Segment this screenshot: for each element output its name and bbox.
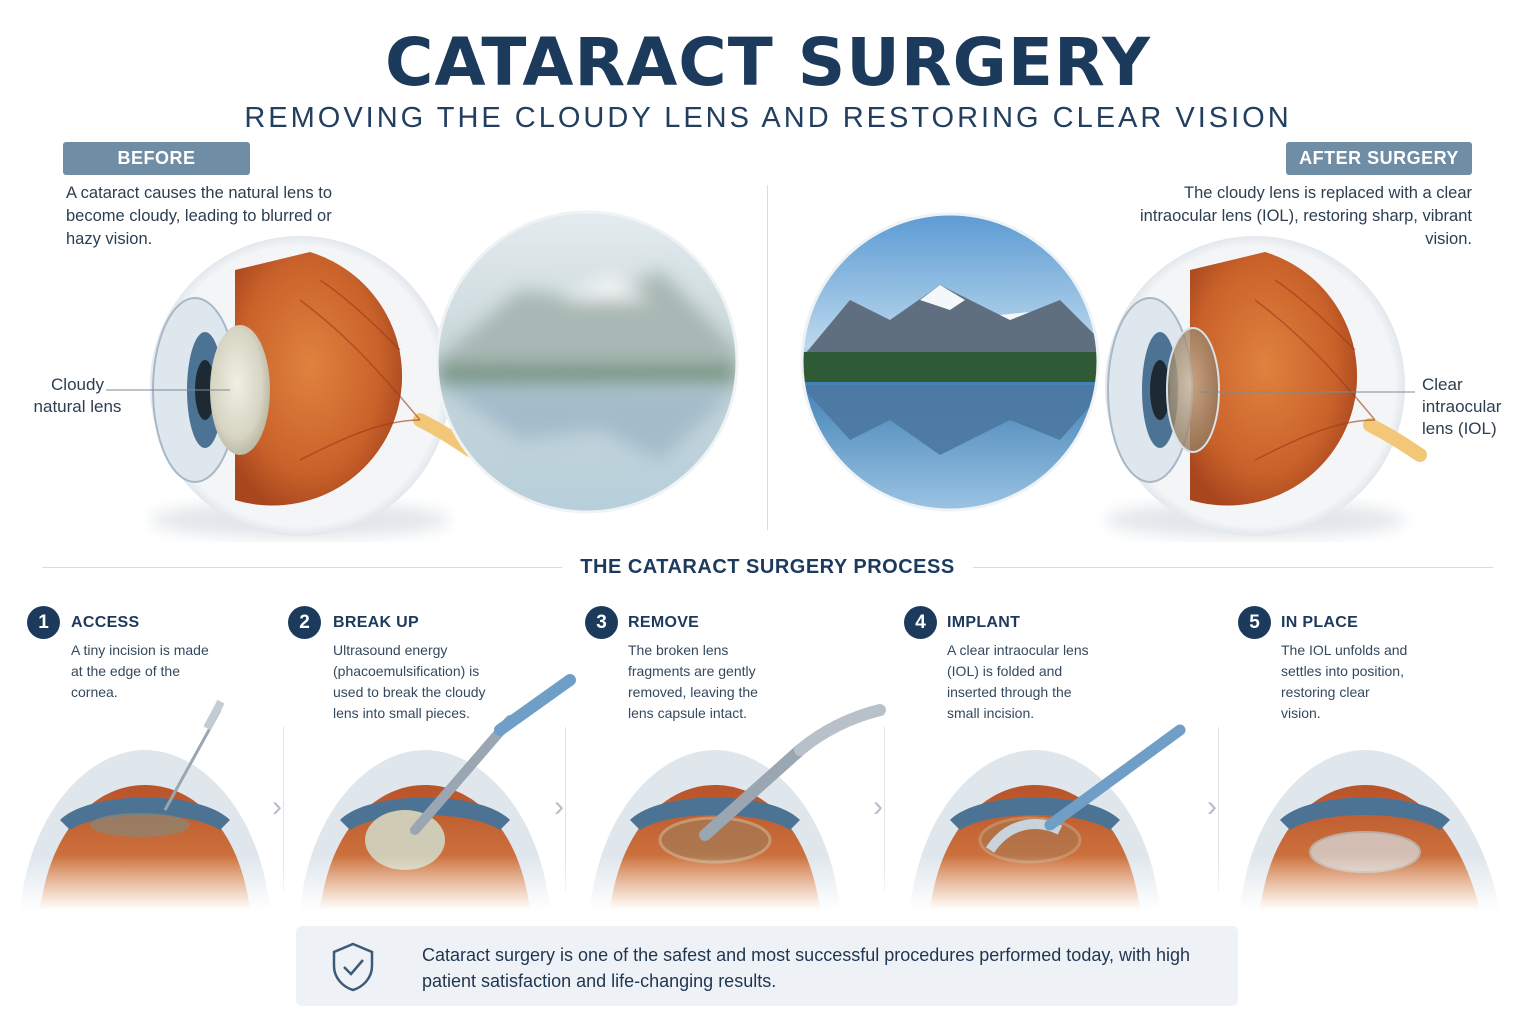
after-eye-illustration <box>1105 236 1427 538</box>
after-surgery-tag: AFTER SURGERY <box>1286 142 1472 175</box>
page-title: CATARACT SURGERY <box>385 24 1151 101</box>
process-illustrations <box>0 674 1536 910</box>
step-5-title: IN PLACE <box>1281 614 1359 631</box>
step-2-number: 2 <box>288 606 321 639</box>
blurred-vision-image <box>437 212 737 512</box>
after-description: The cloudy lens is replaced with a clear… <box>1140 184 1472 248</box>
step-4-number: 4 <box>904 606 937 639</box>
safety-note <box>296 926 1238 1006</box>
step-3-title: REMOVE <box>628 614 700 631</box>
step-1-title: ACCESS <box>71 614 140 631</box>
step-1-number: 1 <box>27 606 60 639</box>
step-5-number: 5 <box>1238 606 1271 639</box>
process-heading: THE CATARACT SURGERY PROCESS <box>580 556 955 578</box>
clear-vision-image <box>802 214 1098 510</box>
safety-note-text: Cataract surgery is one of the safest an… <box>422 945 1191 991</box>
before-surgery-tag: BEFORE SURGERY <box>63 142 250 201</box>
process-rule-left <box>42 567 562 568</box>
step-4-title: IMPLANT <box>947 614 1021 631</box>
center-divider <box>767 185 768 530</box>
before-description: A cataract causes the natural lens to be… <box>66 184 332 248</box>
page-subtitle: REMOVING THE CLOUDY LENS AND RESTORING C… <box>244 102 1292 134</box>
shield-check-icon <box>332 942 374 992</box>
step-2-title: BREAK UP <box>333 614 419 631</box>
before-after-illustration <box>106 210 1427 538</box>
iol-label: Clear intraocular lens (IOL) <box>1422 375 1502 438</box>
step-3-number: 3 <box>585 606 618 639</box>
before-eye-illustration <box>150 236 477 538</box>
step-1-description: A tiny incision is made at the edge of t… <box>71 642 209 700</box>
process-rule-right <box>973 567 1493 568</box>
cloudy-lens-label: Cloudy natural lens <box>33 375 122 416</box>
